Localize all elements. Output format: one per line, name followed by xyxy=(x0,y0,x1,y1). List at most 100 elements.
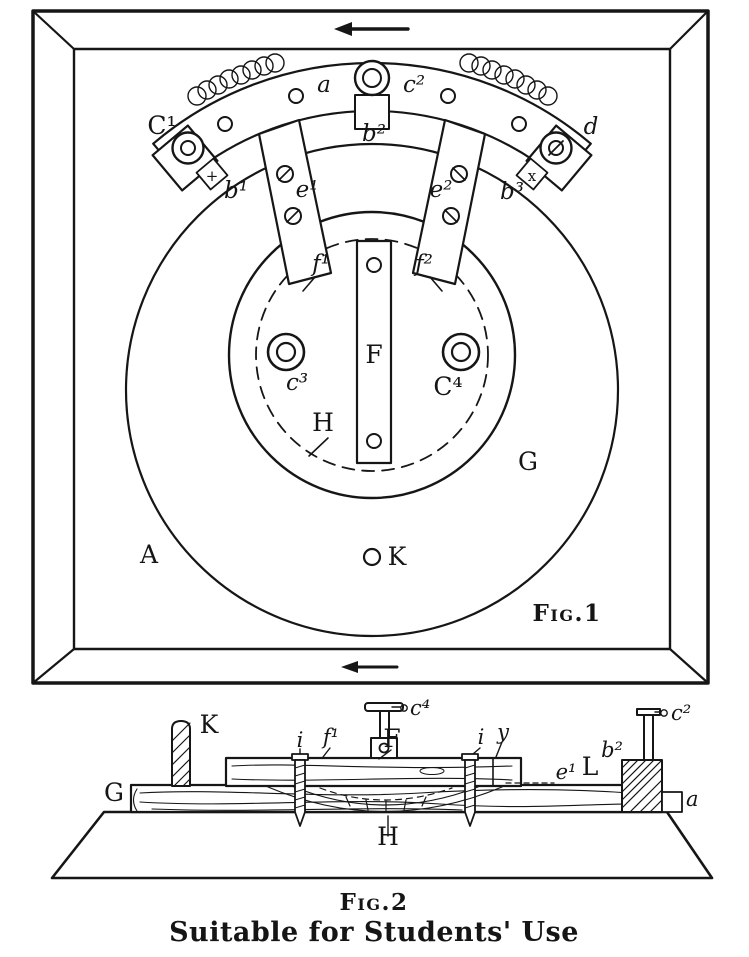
label-e1: e¹ xyxy=(556,760,577,784)
bar-g-endgrain xyxy=(132,788,138,812)
arc-strip-a xyxy=(661,791,683,813)
label-h: H xyxy=(312,408,334,437)
screw-i-left-threads xyxy=(294,764,306,809)
spring-right xyxy=(459,53,558,106)
page-caption: Suitable for Students' Use xyxy=(169,917,579,948)
label-b1: b¹ xyxy=(224,178,248,204)
label-d: d xyxy=(584,114,599,140)
figure1: a c² b² C¹ b¹ + d b³ x e¹ e² f¹ f² F c³ … xyxy=(31,9,710,685)
label-k: K xyxy=(200,710,220,739)
bar-g-grain xyxy=(139,801,655,808)
label-l: L xyxy=(582,752,599,781)
pivot-hole-k xyxy=(362,547,382,567)
label-e1: e¹ xyxy=(296,177,319,203)
label-e2: e² xyxy=(430,177,453,203)
block-b2 xyxy=(621,759,683,813)
label-g: G xyxy=(518,447,538,476)
spring-left xyxy=(187,53,285,106)
post-k-hatch xyxy=(171,722,191,787)
figure2-leaders xyxy=(299,704,668,837)
arrowhead-bottom xyxy=(341,661,358,673)
block-b2-hatch xyxy=(621,759,663,813)
plate-f xyxy=(224,756,523,788)
terminal-center-post-outer xyxy=(353,59,391,97)
post-k xyxy=(171,720,191,787)
arrow-top xyxy=(334,22,410,36)
center-bar-body xyxy=(355,239,393,465)
outer-disc-circle xyxy=(124,142,620,638)
label-c1: C¹ xyxy=(147,111,176,140)
label-c3: c³ xyxy=(286,370,308,396)
frame-bevel-bl xyxy=(31,647,76,685)
label-f2: f² xyxy=(413,251,433,277)
terminal-left-post-outer xyxy=(171,131,205,165)
leader-h xyxy=(308,437,329,457)
plate-f-body xyxy=(224,756,523,788)
plate-f-grain xyxy=(231,777,513,781)
binding-post-c3 xyxy=(266,332,306,372)
label-x-mark: x xyxy=(528,167,537,185)
label-f: F xyxy=(383,724,400,753)
frame-bevel-br xyxy=(668,647,710,685)
label-k: K xyxy=(388,542,408,571)
label-y: y xyxy=(496,720,510,744)
terminal-right xyxy=(515,124,593,192)
label-c4: C⁴ xyxy=(433,372,462,401)
figure2: K c⁴ i f¹ F i y c² e¹ L b² a G H Fig.2 xyxy=(50,696,714,916)
terminal-left-screw xyxy=(195,157,229,191)
frame-bevel-tl xyxy=(31,9,76,51)
label-b2: b² xyxy=(362,121,386,147)
post-k-body xyxy=(171,720,191,787)
terminal-left xyxy=(151,124,229,192)
screw-i-right xyxy=(461,753,479,827)
label-h: H xyxy=(377,822,399,851)
terminal-right-screw xyxy=(515,157,549,191)
plate-f-knot xyxy=(419,767,445,775)
label-a: a xyxy=(317,72,331,98)
leader-f xyxy=(378,749,392,760)
band-hole xyxy=(217,116,233,132)
label-f1: f¹ xyxy=(310,251,330,277)
arrow-bottom xyxy=(341,661,399,673)
thumbscrew-c4-hole xyxy=(378,742,390,754)
leader-c2-ring xyxy=(660,709,668,717)
label-i-left: i xyxy=(297,728,304,752)
band-hole xyxy=(288,88,304,104)
terminal-screw-c2-stem xyxy=(643,714,654,761)
leader-f2 xyxy=(429,276,443,292)
screw-i-left xyxy=(291,753,309,827)
strap-left-screw-2-slot xyxy=(286,209,300,223)
label-b2: b² xyxy=(601,738,623,762)
center-bar-hole-bottom xyxy=(366,433,382,449)
strap-left-body xyxy=(257,118,333,286)
label-f: F xyxy=(365,340,382,369)
label-board-a: A xyxy=(139,540,159,569)
band-hole xyxy=(511,116,527,132)
terminal-center-post-inner xyxy=(362,68,382,88)
figure1-caption: Fig.1 xyxy=(533,600,602,627)
frame-inner xyxy=(72,47,672,651)
plate-f-grain xyxy=(231,764,513,769)
bar-g-body xyxy=(129,783,663,814)
terminal-center xyxy=(353,59,391,130)
center-bar xyxy=(355,239,393,465)
label-plus-mark: + xyxy=(206,167,219,185)
band-holes xyxy=(217,88,527,132)
label-c4: c⁴ xyxy=(410,696,430,720)
bar-g xyxy=(129,783,663,814)
screw-i-left-shank xyxy=(294,759,306,827)
frame-bevel-tr xyxy=(668,9,710,51)
terminal-right-post-inner xyxy=(548,140,564,156)
strap-left-screw-1-slot xyxy=(278,167,292,181)
leader-f1 xyxy=(302,276,316,292)
band-hole xyxy=(440,88,456,104)
label-a: a xyxy=(686,787,699,811)
strap-right-screw-1-slot xyxy=(452,167,466,181)
thumbscrew-c4 xyxy=(364,702,404,759)
label-g: G xyxy=(104,778,124,807)
leader-y xyxy=(495,741,503,758)
center-bar-hole-top xyxy=(366,257,382,273)
strap-right-screw-2-slot xyxy=(444,209,458,223)
